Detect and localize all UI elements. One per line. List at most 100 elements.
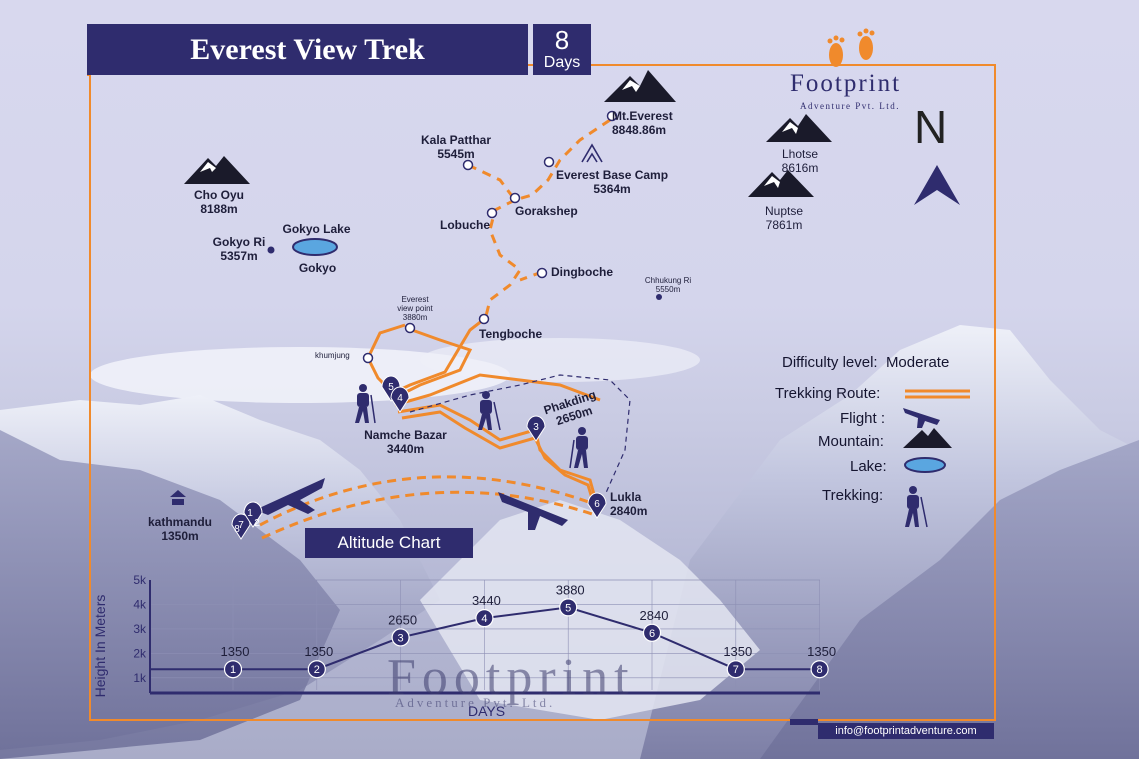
pin-number: 4 [397,393,403,404]
chart-point-day-label: 5 [565,602,571,614]
gokyo-ri-dot [267,246,275,254]
pin-number: 3 [533,422,539,433]
mountain-center [420,500,760,720]
map-pins [231,375,607,540]
label-gokyo-lake: Gokyo Lake [282,222,351,236]
contact-email[interactable]: info@footprintadventure.com [818,723,994,739]
watermark-tagline: Adventure Pvt. Ltd. [395,695,556,710]
days-number: 8 [554,25,570,55]
legend-lake-icon [904,457,946,473]
label-gorakshep: Gorakshep [515,204,578,218]
temple-icon [170,490,186,505]
legend-lake-label: Lake: [850,458,887,475]
pin-number: 8 [234,524,240,535]
chart-data-label: 1350 [723,644,752,659]
place-dots [362,110,618,364]
mountain-icons [184,70,832,197]
pin-number: 6 [594,499,600,510]
chart-point-day-label: 3 [398,632,404,644]
chart-data-label: 1350 [221,644,250,659]
label-lobuche: Lobuche [440,218,490,232]
label-gokyo: Gokyo [298,261,337,275]
label-dingboche: Dingboche [551,265,613,279]
chart-point-day-label: 1 [230,664,236,676]
ebc-tent-icon [581,143,603,163]
chart-data-point [391,628,410,647]
label-tengboche: Tengboche [479,327,543,341]
days-unit: Days [543,54,581,71]
mountain-foreground [0,430,340,759]
north-label: N [914,101,948,153]
chart-y-tick-label: 2k [133,646,147,660]
chart-data-point [559,598,578,617]
chart-data-point [307,660,326,679]
legend-trekking-label: Trekking: [822,487,884,504]
airplane-icons [255,408,940,530]
chart-data-label: 3880 [556,582,585,597]
chart-data-label: 2650 [388,612,417,627]
chart-point-day-label: 7 [733,664,739,676]
chart-data-point [475,609,494,628]
brand-tagline: Adventure Pvt. Ltd. [800,101,900,111]
chart-data-point [223,660,243,679]
altitude-chart: 1k 2k 3k 4k 5k 1 1350 2 1350 3 2650 4 3440 5 3880 6 2840… [133,573,836,695]
brand-name: Footprint [790,70,902,97]
pin-number: 1 [247,508,253,519]
chart-data-label: 1350 [304,644,333,659]
pin-number: 2 [254,518,260,529]
chart-point-day-label: 8 [817,664,823,676]
chart-data-label: 3440 [472,593,501,608]
footprint-logo-icon [827,28,875,67]
legend-route-swatch [905,389,970,399]
altitude-chart-title: Altitude Chart [305,528,473,558]
chart-data-point [642,623,662,642]
page-title: Everest View Trek [87,24,528,75]
chart-data-point [810,660,829,679]
pin-number: 5 [388,382,394,393]
watermark-brand: Footprint [387,649,635,706]
chart-y-tick-label: 5k [133,573,147,587]
alternate-route [409,374,631,496]
legend-difficulty: Difficulty level: Moderate [782,354,950,371]
chart-series-line [150,606,820,671]
label-khumjung: khumjung [315,351,350,360]
chart-data-label: 1350 [807,644,836,659]
chart-y-tick-label: 1k [133,671,147,685]
chhukung-ri-dot [656,294,662,300]
chart-data-point [726,660,745,679]
north-arrow-icon [914,165,960,205]
chart-point-day-label: 6 [649,628,655,640]
pin-number: 7 [238,520,244,531]
legend-flight-label: Flight : [840,410,886,427]
chart-point-day-label: 2 [314,664,320,676]
mountain-foreground-right [760,440,1139,759]
chart-x-axis-label: DAYS [468,703,506,719]
chart-y-axis-label: Height In Meters [92,594,108,698]
cloud [420,338,700,382]
chart-y-tick-label: 3k [133,622,147,636]
days-badge: 8 Days [533,24,591,75]
legend-route-label: Trekking Route: [775,385,881,402]
chart-y-tick-label: 4k [133,597,147,611]
chart-point-day-label: 4 [481,613,487,625]
legend-mountain-label: Mountain: [818,433,884,450]
gokyo-lake-icon [292,238,338,256]
legend-mountain-icon [903,428,952,448]
mountain-snow [200,80,798,188]
chart-data-label: 2840 [640,608,669,623]
trekker-icons [355,384,928,528]
